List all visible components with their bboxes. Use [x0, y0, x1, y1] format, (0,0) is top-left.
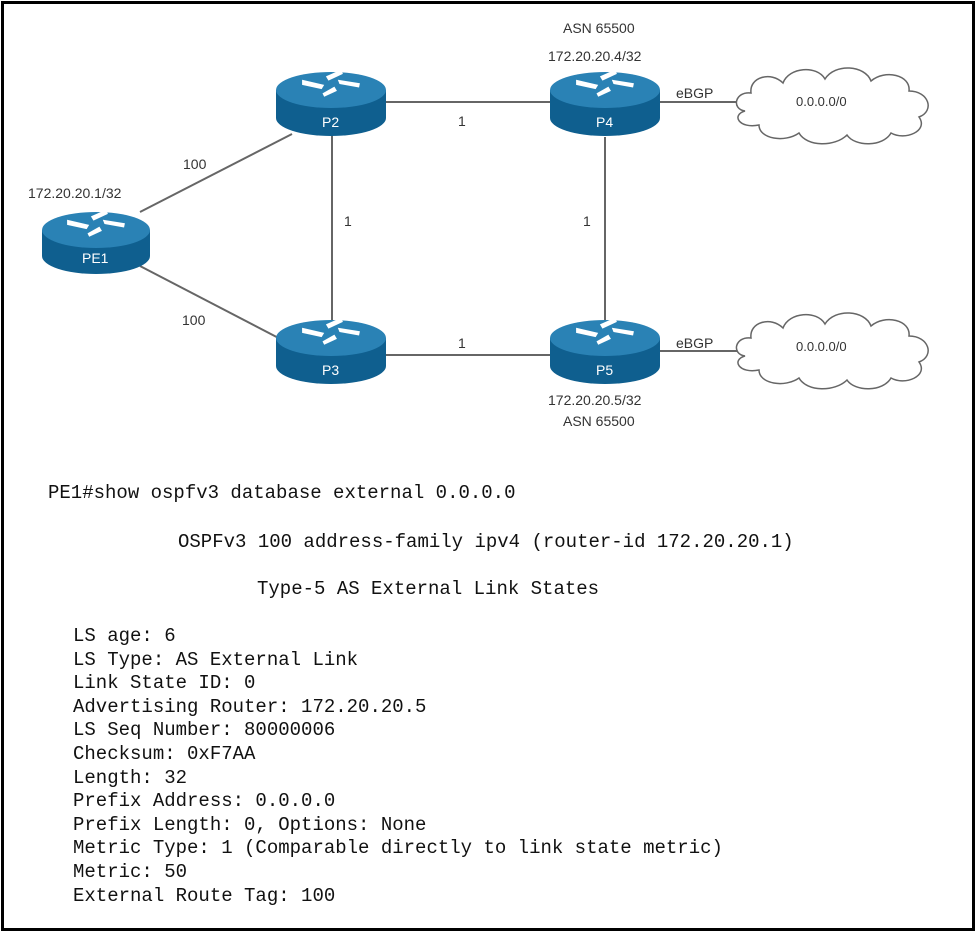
cli-field-ls-type: LS Type: AS External Link — [73, 648, 359, 671]
router-label-p4: P4 — [596, 114, 613, 130]
link-pe1-p2 — [139, 133, 293, 213]
cli-field-metric-type: Metric Type: 1 (Comparable directly to l… — [73, 837, 723, 860]
router-label-p5: P5 — [596, 362, 613, 378]
router-pe1: PE1 — [42, 209, 150, 274]
link-cost-p2-p4: 1 — [458, 113, 466, 129]
cli-process-line: OSPFv3 100 address-family ipv4 (router-i… — [178, 531, 794, 553]
link-cost-p3-p5: 1 — [458, 335, 466, 351]
router-label-p3: P3 — [322, 362, 339, 378]
link-cost-pe1-p2: 100 — [183, 156, 207, 172]
router-asn-p5: ASN 65500 — [563, 413, 635, 429]
cli-field-advertising-router: Advertising Router: 172.20.20.5 — [73, 695, 427, 718]
router-p3: P3 — [276, 317, 386, 384]
router-label-p2: P2 — [322, 114, 339, 130]
cli-field-length: Length: 32 — [73, 766, 188, 789]
cli-lsa-fields: LS age: 6 LS Type: AS External Link Link… — [73, 625, 723, 908]
link-pe1-p3 — [139, 265, 293, 346]
ebgp-label-p5: eBGP — [676, 335, 713, 351]
router-icon — [550, 69, 660, 136]
cli-field-metric: Metric: 50 — [73, 860, 188, 883]
cli-field-external-route-tag: External Route Tag: 100 — [73, 884, 336, 907]
cloud-icon — [735, 67, 929, 145]
router-icon — [550, 317, 660, 384]
cli-field-prefix-length: Prefix Length: 0, Options: None — [73, 813, 427, 836]
cloud-label-bottom: 0.0.0.0/0 — [796, 339, 847, 354]
router-address-p5: 172.20.20.5/32 — [548, 392, 642, 408]
links — [139, 101, 752, 356]
link-cost-p4-p5: 1 — [583, 213, 591, 229]
cli-command: PE1#show ospfv3 database external 0.0.0.… — [48, 482, 516, 504]
cloud-label-top: 0.0.0.0/0 — [796, 94, 847, 109]
router-p2: P2 — [276, 69, 386, 136]
router-p4: P4 — [550, 69, 660, 136]
router-asn-p4: ASN 65500 — [563, 20, 635, 36]
router-label-pe1: PE1 — [82, 250, 109, 266]
ebgp-label-p4: eBGP — [676, 85, 713, 101]
cli-field-prefix-address: Prefix Address: 0.0.0.0 — [73, 790, 336, 813]
cli-field-link-state-id: Link State ID: 0 — [73, 672, 256, 695]
cli-field-checksum: Checksum: 0xF7AA — [73, 742, 256, 765]
router-address-p4: 172.20.20.4/32 — [548, 48, 642, 64]
router-icon — [42, 209, 150, 274]
link-cost-pe1-p3: 100 — [182, 312, 206, 328]
router-icon — [276, 317, 386, 384]
cli-field-ls-age: LS age: 6 — [73, 625, 176, 647]
router-p5: P5 — [550, 317, 660, 384]
cloud-icon — [735, 312, 929, 390]
network-topology: 100 100 1 1 1 1 eBGP eBGP 0.0.0.0/0 0.0.… — [28, 20, 929, 429]
router-icon — [276, 69, 386, 136]
link-cost-p2-p3: 1 — [344, 213, 352, 229]
router-address-pe1: 172.20.20.1/32 — [28, 185, 122, 201]
cli-section-title: Type-5 AS External Link States — [257, 578, 600, 600]
cli-field-ls-seq-number: LS Seq Number: 80000006 — [73, 719, 336, 742]
